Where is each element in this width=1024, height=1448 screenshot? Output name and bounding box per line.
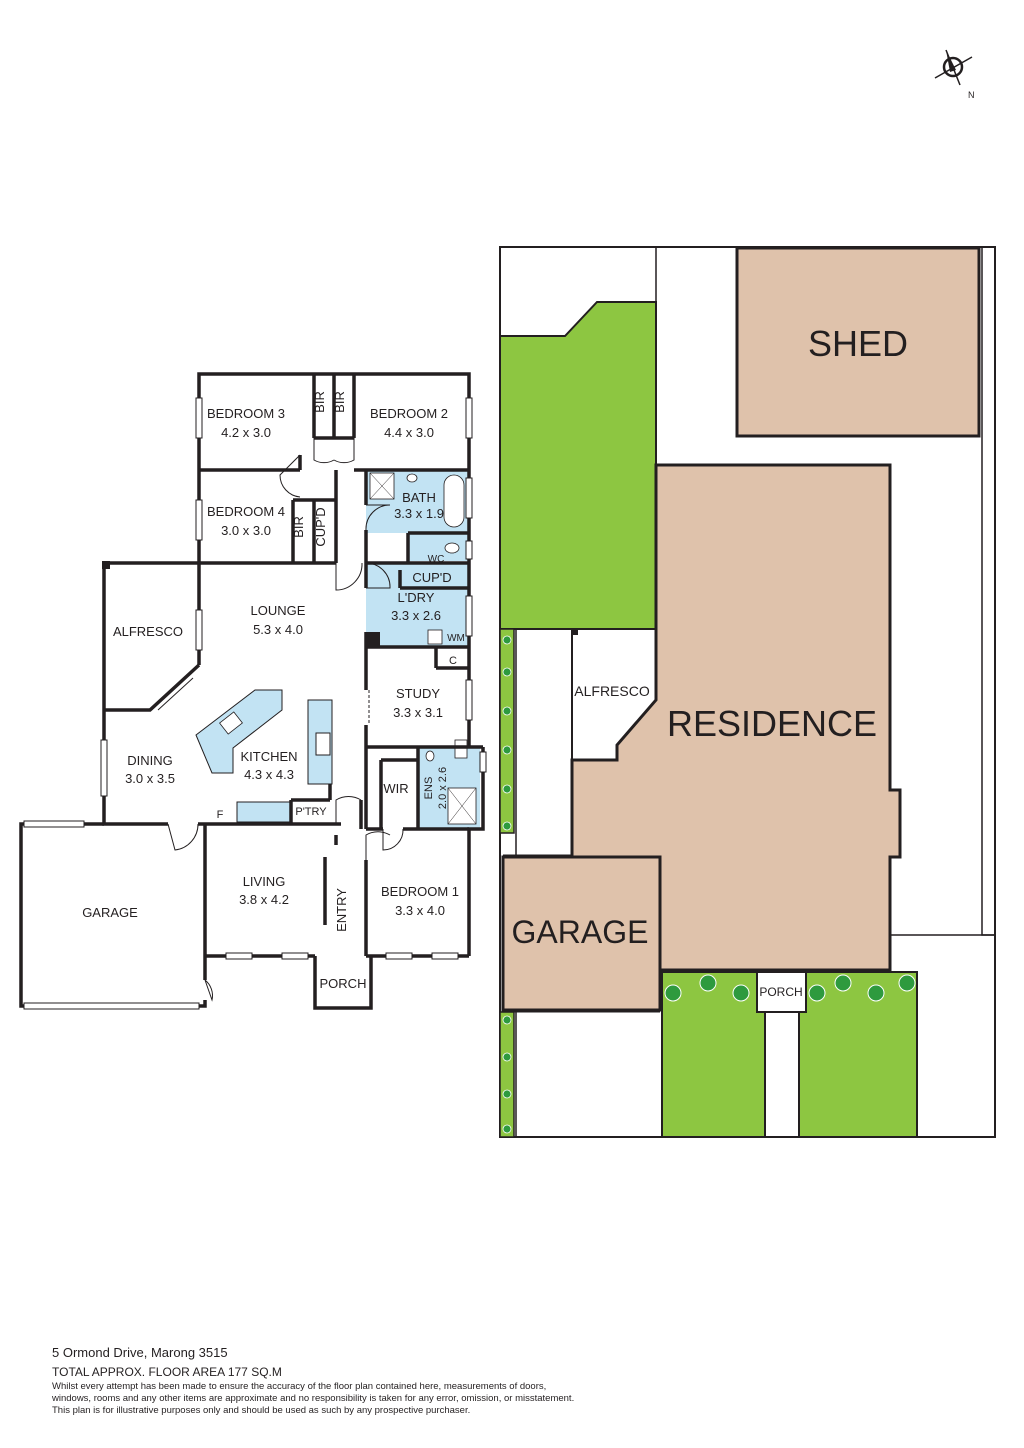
laundry-label: L'DRY <box>398 590 435 605</box>
site-garage-label: GARAGE <box>512 914 649 950</box>
fridge-label: F <box>217 809 224 821</box>
living-label: LIVING <box>243 874 286 889</box>
bir-label: BIR <box>332 391 347 413</box>
bedroom2-dim: 4.4 x 3.0 <box>384 425 434 440</box>
floor-plan-house: BEDROOM 3 4.2 x 3.0 BEDROOM 2 4.4 x 3.0 … <box>19 372 487 1010</box>
residence-label: RESIDENCE <box>667 703 877 744</box>
hedge-strip <box>499 628 515 834</box>
toilet-icon <box>454 739 468 759</box>
bath-label: BATH <box>402 490 436 505</box>
bir-label: BIR <box>291 516 306 538</box>
bedroom2-label: BEDROOM 2 <box>370 406 448 421</box>
laundry-dim: 3.3 x 2.6 <box>391 608 441 623</box>
study-label: STUDY <box>396 686 440 701</box>
cupd-label: CUP'D <box>313 507 328 546</box>
wm-label: WM <box>447 633 465 644</box>
windows <box>23 397 487 1010</box>
footer: 5 Ormond Drive, Marong 3515 TOTAL APPROX… <box>52 1345 992 1417</box>
disclaimer-line: Whilst every attempt has been made to en… <box>52 1381 547 1392</box>
site-porch-label: PORCH <box>759 985 802 999</box>
shed-building <box>735 246 981 438</box>
tree-icon <box>502 635 512 1134</box>
floor-area: TOTAL APPROX. FLOOR AREA 177 SQ.M <box>52 1365 282 1379</box>
tree-icon <box>664 974 916 1002</box>
front-lawn-left <box>661 971 766 1138</box>
living-dim: 3.8 x 4.2 <box>239 892 289 907</box>
shed-label: SHED <box>808 323 908 364</box>
toilet-icon <box>444 542 460 554</box>
entry-label: ENTRY <box>334 888 349 932</box>
site-porch <box>756 971 807 1013</box>
lawn-area <box>499 301 657 630</box>
compass-north-label: N <box>968 90 975 100</box>
porch-label: PORCH <box>320 976 367 991</box>
kitchen-island <box>195 689 283 774</box>
kitchen-bench-lower <box>236 801 292 823</box>
ensuite-label: ENS <box>423 777 435 800</box>
bedroom1-label: BEDROOM 1 <box>381 884 459 899</box>
bir-label: BIR <box>312 391 327 413</box>
garage-label: GARAGE <box>82 905 138 920</box>
lounge-label: LOUNGE <box>251 603 306 618</box>
cupboard-c-label: C <box>449 655 457 667</box>
bathtub-icon <box>443 474 465 528</box>
ensuite-dim: 2.0 x 2.6 <box>437 767 449 809</box>
compass-icon <box>934 49 973 86</box>
dining-label: DINING <box>127 753 173 768</box>
disclaimer-line: windows, rooms and any other items are a… <box>52 1393 575 1404</box>
site-alfresco-label: ALFRESCO <box>574 683 650 699</box>
site-plan: SHED ALFRESCO RESIDENCE GARAGE PORCH <box>499 246 996 1138</box>
kitchen-dim: 4.3 x 4.3 <box>244 767 294 782</box>
lounge-dim: 5.3 x 4.0 <box>253 622 303 637</box>
sink-icon <box>219 711 243 735</box>
bedroom3-dim: 4.2 x 3.0 <box>221 425 271 440</box>
disclaimer-line: This plan is for illustrative purposes o… <box>52 1405 471 1416</box>
bath-dim: 3.3 x 1.9 <box>394 506 444 521</box>
wc-fill <box>408 533 470 561</box>
bedroom4-label: BEDROOM 4 <box>207 504 285 519</box>
hedge-strip <box>499 1011 515 1138</box>
dining-dim: 3.0 x 3.5 <box>125 771 175 786</box>
study-dim: 3.3 x 3.1 <box>393 705 443 720</box>
door-swings <box>167 438 404 1002</box>
site-garage-building <box>501 855 662 1012</box>
alfresco-label: ALFRESCO <box>113 624 183 639</box>
bedroom3-label: BEDROOM 3 <box>207 406 285 421</box>
laundry-fill <box>366 563 470 647</box>
bedroom4-dim: 3.0 x 3.0 <box>221 523 271 538</box>
wc-label: WC <box>428 554 445 565</box>
laundry-tub-icon <box>427 629 443 645</box>
wir-label: WIR <box>383 781 408 796</box>
bedroom1-dim: 3.3 x 4.0 <box>395 903 445 918</box>
kitchen-label: KITCHEN <box>240 749 297 764</box>
cupd-label: CUP'D <box>412 570 451 585</box>
address: 5 Ormond Drive, Marong 3515 <box>52 1345 228 1360</box>
cooktop-icon <box>315 732 331 756</box>
pantry-label: P'TRY <box>295 806 327 818</box>
